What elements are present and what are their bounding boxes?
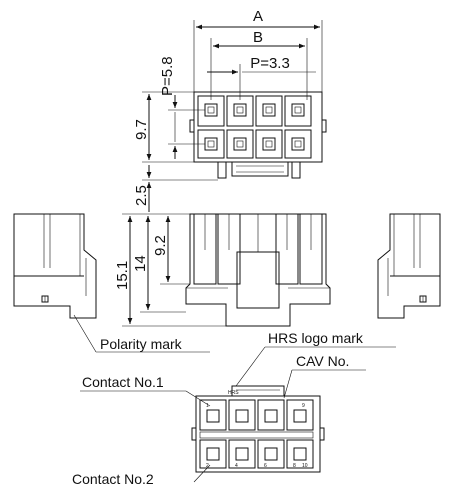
dimension-a-label: A — [253, 8, 263, 25]
contact-no-2-label: Contact No.2 — [72, 471, 154, 487]
top-view-latch — [231, 161, 289, 177]
cav-no-9: 9 — [302, 403, 305, 409]
contact-no-2-note: Contact No.2 — [72, 464, 211, 487]
polarity-mark-label: Polarity mark — [100, 336, 183, 352]
hrs-logo-mark-label: HRS logo mark — [268, 330, 364, 346]
top-view-body — [193, 91, 323, 163]
contact-no-1-label: Contact No.1 — [82, 374, 164, 390]
dimension-height-top: 9.7 — [133, 91, 194, 163]
pitch-row-label: P=5.8 — [159, 56, 176, 96]
dimension-pitch-col: P=3.3 — [207, 55, 316, 100]
height-body-label: 14 — [132, 255, 149, 272]
front-view — [185, 213, 331, 327]
cav-no-10: 10 — [302, 463, 308, 469]
left-side-view — [13, 213, 97, 319]
contact-no-1-note: Contact No.1 — [80, 374, 211, 407]
polarity-mark-note: Polarity mark — [73, 314, 210, 353]
front-view-lever — [236, 251, 280, 309]
dimension-pitch-row: P=5.8 — [159, 56, 205, 159]
cav-no-label: CAV No. — [296, 353, 349, 369]
offset-label: 2.5 — [133, 185, 150, 206]
top-view-lower-row — [197, 129, 312, 159]
cav-no-1: 1 — [206, 403, 209, 409]
hrs-logo-note: HRS logo mark — [235, 330, 396, 387]
cav-no-4: 4 — [235, 463, 238, 469]
height-total-label: 15.1 — [114, 261, 131, 290]
pitch-col-label: P=3.3 — [250, 55, 290, 72]
mating-face-view: HRS 1 9 2 4 6 8 10 — [191, 385, 325, 473]
dimension-a: A — [193, 8, 323, 92]
cav-no-8: 8 — [293, 463, 296, 469]
cav-no-2: 2 — [206, 463, 209, 469]
dimension-height-inner: 9.2 — [152, 216, 190, 285]
hrs-logo-text: HRS — [228, 390, 239, 396]
dimension-b-label: B — [253, 29, 263, 46]
dimension-height-total: 15.1 — [114, 213, 226, 327]
dimension-b: B — [210, 29, 308, 100]
top-view-upper-row — [197, 95, 312, 127]
height-top-label: 9.7 — [133, 119, 150, 140]
cav-no-note: CAV No. — [283, 353, 366, 399]
dimension-height-body: 14 — [132, 216, 186, 313]
cav-no-6: 6 — [264, 463, 267, 469]
top-view — [189, 91, 327, 179]
dimension-offset: 2.5 — [133, 165, 218, 212]
height-inner-label: 9.2 — [152, 235, 169, 256]
right-side-view — [377, 213, 441, 319]
